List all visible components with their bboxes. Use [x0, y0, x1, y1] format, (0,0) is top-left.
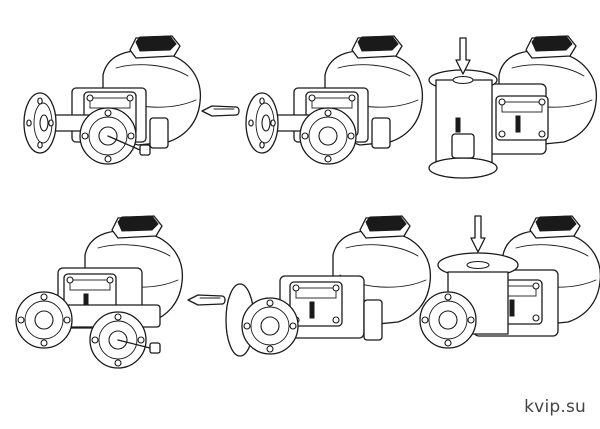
watermark-text: kvip.su: [524, 397, 586, 417]
arrow-remove-top: [201, 105, 240, 117]
arrow-remove-bottom: [187, 294, 226, 306]
step-5-front-trap: [225, 215, 432, 357]
step-2-horizontal-trap: [245, 35, 424, 165]
step-4-front-trap: [15, 215, 184, 369]
step-6-vertical-connector-top: [419, 215, 600, 349]
step-1-horizontal-trap: [23, 35, 202, 165]
step-3-vertical-connector: [428, 35, 598, 179]
